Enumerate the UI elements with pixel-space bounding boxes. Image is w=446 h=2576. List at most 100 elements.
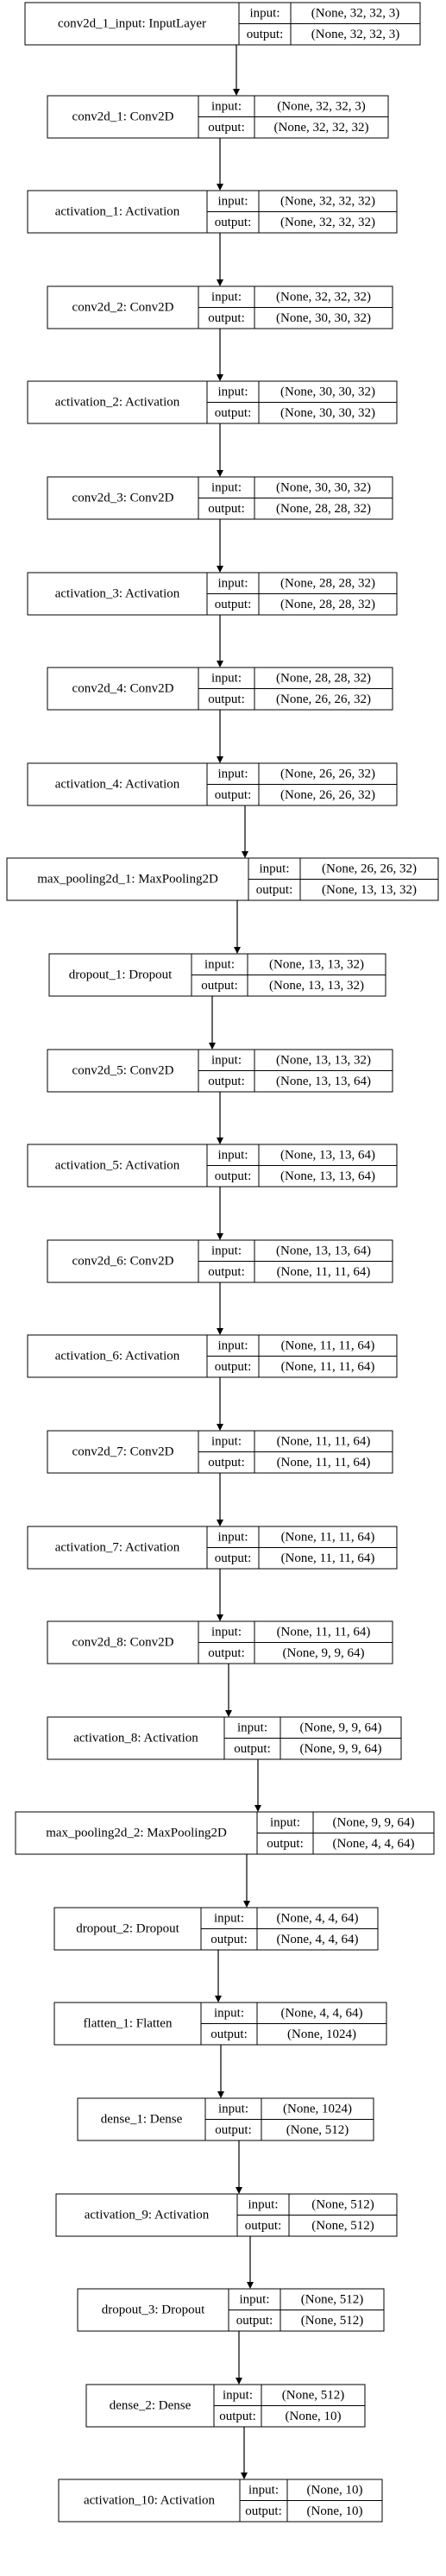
input-label: input: <box>239 2292 269 2306</box>
input-shape: (None, 30, 30, 32) <box>280 385 375 398</box>
input-shape: (None, 512) <box>301 2292 363 2306</box>
input-label: input: <box>217 767 248 780</box>
input-shape: (None, 28, 28, 32) <box>276 671 371 685</box>
input-label: input: <box>217 1148 248 1162</box>
arrowhead <box>242 851 248 858</box>
layer-name: max_pooling2d_2: MaxPooling2D <box>46 1827 227 1840</box>
input-label: input: <box>214 2006 244 2020</box>
arrowhead <box>241 2473 248 2479</box>
layer-node: activation_3: Activationinput:output:(No… <box>27 572 398 616</box>
input-shape: (None, 32, 32, 32) <box>280 194 375 208</box>
output-label: output: <box>215 2123 252 2137</box>
output-shape: (None, 512) <box>301 2314 363 2328</box>
output-shape: (None, 10) <box>307 2504 363 2518</box>
layer-name: activation_9: Activation <box>85 2209 210 2222</box>
layer-node: activation_5: Activation input: output: (No… <box>27 1144 398 1188</box>
arrowhead <box>254 1805 261 1812</box>
input-label: input: <box>211 290 242 304</box>
arrowhead <box>225 1710 232 1717</box>
output-shape: (None, 26, 26, 32) <box>280 788 375 802</box>
arrowhead <box>247 2282 254 2289</box>
layer-name: activation_1: Activation <box>55 205 180 219</box>
layer-name: dense_2: Dense <box>110 2399 192 2413</box>
output-shape: (None, 4, 4, 64) <box>333 1837 415 1851</box>
output-label: output: <box>201 979 238 993</box>
arrowhead <box>236 2378 242 2385</box>
output-label: output: <box>210 1933 248 1946</box>
layer-name: activation_5: Activation <box>55 1159 180 1173</box>
layer-name: activation_2: Activation <box>55 396 180 410</box>
arrowhead <box>217 1520 223 1526</box>
output-shape: (None, 28, 28, 32) <box>276 502 371 516</box>
layer-name: conv2d_6: Conv2D <box>72 1255 174 1269</box>
input-shape: (None, 26, 26, 32) <box>322 862 417 875</box>
layer-name: activation_10: Activation <box>84 2494 216 2508</box>
output-label: output: <box>219 2410 256 2423</box>
output-shape: (None, 10) <box>286 2410 342 2423</box>
layer-node: activation_7: Activationinput:output:(No… <box>27 1526 398 1570</box>
output-label: output: <box>215 1169 252 1183</box>
output-shape: (None, 32, 32, 3) <box>311 28 399 41</box>
layer-name: conv2d_1: Conv2D <box>72 110 174 124</box>
input-label: input: <box>211 1244 242 1257</box>
output-label: output: <box>267 1837 304 1851</box>
layer-name: conv2d_2: Conv2D <box>72 301 174 315</box>
output-shape: (None, 11, 11, 64) <box>281 1551 375 1565</box>
arrowhead <box>217 756 223 763</box>
input-shape: (None, 512) <box>311 2197 374 2211</box>
output-shape: (None, 9, 9, 64) <box>283 1646 365 1660</box>
input-shape: (None, 10) <box>307 2483 363 2497</box>
layer-node: activation_10: Activationinput:output:(N… <box>58 2479 383 2523</box>
output-shape: (None, 11, 11, 64) <box>277 1456 371 1470</box>
output-label: output: <box>215 216 252 229</box>
input-shape: (None, 13, 13, 32) <box>269 957 364 971</box>
arrowhead <box>217 279 223 286</box>
input-label: input: <box>248 2483 279 2497</box>
arrowhead <box>217 1614 223 1621</box>
input-shape: (None, 32, 32, 32) <box>276 290 371 304</box>
layer-name: dense_1: Dense <box>101 2113 183 2127</box>
layer-node: conv2d_1_input: InputLayerinput:output:(… <box>24 2 421 46</box>
arrowhead <box>217 2091 224 2098</box>
input-label: input: <box>204 957 235 971</box>
input-shape: (None, 28, 28, 32) <box>280 576 375 590</box>
layer-node: activation_1: Activationinput:output:(No… <box>27 190 398 234</box>
input-shape: (None, 9, 9, 64) <box>300 1720 382 1734</box>
arrowhead <box>215 1996 222 2003</box>
arrowhead <box>217 184 223 191</box>
output-shape: (None, 512) <box>311 2219 374 2233</box>
output-label: output: <box>215 1551 252 1565</box>
arrowhead <box>233 89 240 96</box>
input-shape: (None, 32, 32, 3) <box>311 6 399 20</box>
output-label: output: <box>210 2028 248 2041</box>
layer-name: activation_8: Activation <box>73 1732 198 1746</box>
output-label: output: <box>208 1646 245 1660</box>
output-label: output: <box>245 2219 282 2233</box>
layer-name: activation_7: Activation <box>55 1541 180 1555</box>
input-shape: (None, 13, 13, 32) <box>276 1053 371 1067</box>
output-shape: (None, 30, 30, 32) <box>280 406 375 420</box>
input-label: input: <box>270 1815 300 1829</box>
arrowhead <box>243 1901 250 1908</box>
output-shape: (None, 9, 9, 64) <box>300 1742 382 1756</box>
output-label: output: <box>208 1265 245 1279</box>
input-label: input: <box>259 862 289 875</box>
output-label: output: <box>208 121 245 135</box>
layer-node: max_pooling2d_2: MaxPooling2D input: outpu… <box>15 1811 435 1855</box>
input-shape: (None, 11, 11, 64) <box>281 1530 375 1544</box>
output-shape: (None, 30, 30, 32) <box>276 311 371 325</box>
input-shape: (None, 1024) <box>283 2102 352 2115</box>
layer-name: activation_4: Activation <box>55 778 180 792</box>
input-shape: (None, 4, 4, 64) <box>281 2006 363 2020</box>
arrowhead <box>217 470 223 477</box>
output-label: output: <box>215 1360 252 1374</box>
input-shape: (None, 13, 13, 64) <box>280 1148 375 1162</box>
